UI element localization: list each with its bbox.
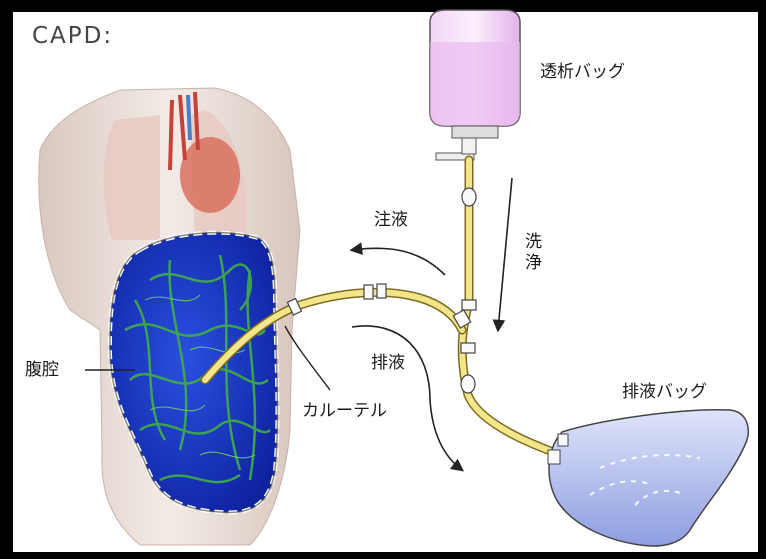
infusion-label: 注液 xyxy=(374,212,408,229)
flush-label: 洗浄 xyxy=(522,232,539,274)
drainage-label: 排液 xyxy=(371,355,405,372)
catheter-label: カルーテル xyxy=(302,403,387,420)
dialysis-bag xyxy=(430,10,520,160)
dialysis-bag-label: 透析バッグ xyxy=(540,64,625,81)
diagram-title: CAPD: xyxy=(32,25,113,48)
peritoneal-cavity-label: 腹腔 xyxy=(25,362,59,379)
drain-bag-label: 排液バッグ xyxy=(622,384,707,401)
drain-bag xyxy=(548,410,748,546)
